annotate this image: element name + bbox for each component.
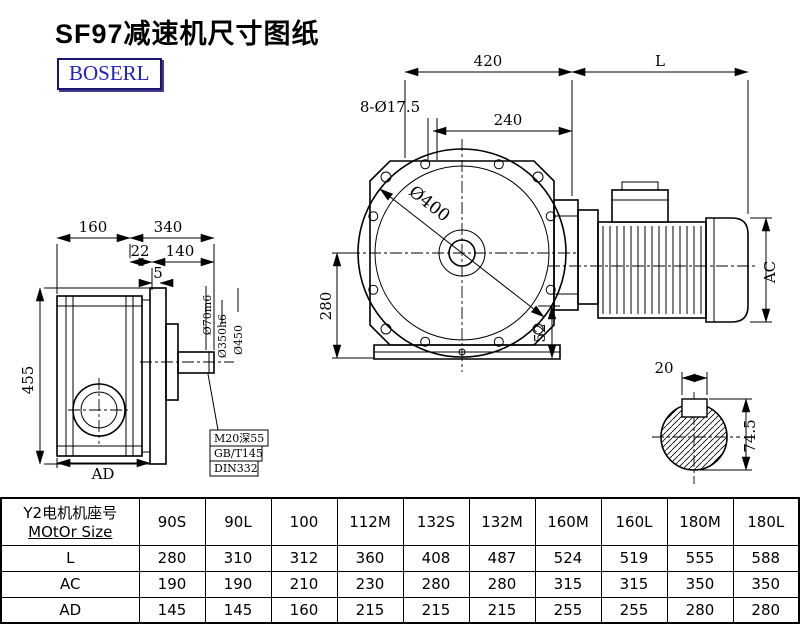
dim-455: 455	[19, 366, 37, 395]
col-header: 180M	[666, 497, 734, 546]
dim-340: 340	[154, 218, 183, 236]
dim-AC: AC	[761, 261, 779, 284]
table-cell: 145	[138, 596, 206, 624]
motor-frame-header: Y2电机机座号 MOtOr Size	[0, 497, 140, 546]
table-cell: 215	[402, 596, 470, 624]
col-header: 160L	[600, 497, 668, 546]
table-cell: 280	[402, 570, 470, 598]
table-cell: 350	[732, 570, 800, 598]
keyway	[681, 398, 708, 418]
row-label: AC	[0, 570, 140, 598]
dim-dia400: Ø400	[405, 182, 454, 226]
table-cell: 310	[204, 544, 272, 572]
table-cell: 350	[666, 570, 734, 598]
table-cell: 360	[336, 544, 404, 572]
table-cell: 487	[468, 544, 536, 572]
table-cell: 215	[336, 596, 404, 624]
table-cell: 280	[732, 596, 800, 624]
table-cell: 145	[204, 596, 272, 624]
table-row-AC: AC 190 190 210 230 280 280 315 315 350 3…	[0, 570, 800, 598]
page-title: SF97减速机尺寸图纸	[55, 19, 320, 49]
table-header-row: Y2电机机座号 MOtOr Size 90S 90L 100 112M 132S…	[0, 497, 800, 546]
brand-logo: BOSERL	[57, 58, 162, 90]
dim-420: 420	[474, 52, 503, 70]
table-cell: 255	[600, 596, 668, 624]
dim-74-5: 74.5	[741, 419, 759, 452]
table-cell: 408	[402, 544, 470, 572]
dim-280: 280	[317, 292, 335, 321]
table-cell: 588	[732, 544, 800, 572]
side-view-gearbox	[56, 287, 234, 465]
table-cell: 280	[666, 596, 734, 624]
dim-20: 20	[654, 359, 673, 377]
front-view-housing	[348, 139, 576, 372]
table-cell: 255	[534, 596, 602, 624]
dim-AD: AD	[91, 465, 115, 483]
dim-240: 240	[494, 111, 523, 129]
shaft-section-view: 20 74.5	[652, 359, 759, 484]
table-cell: 210	[270, 570, 338, 598]
dim-bolt-holes: 8-Ø17.5	[360, 98, 420, 116]
side-view-dimensions: 160 340 22 140 5 455 AD Ø70m6 Ø350h6 Ø45…	[19, 218, 269, 483]
motor	[548, 181, 758, 323]
note-standard-gb: GB/T145	[214, 447, 263, 460]
table-cell: 315	[600, 570, 668, 598]
table-cell: 312	[270, 544, 338, 572]
dim-dia450: Ø450	[232, 325, 245, 355]
table-cell: 215	[468, 596, 536, 624]
table-row-L: L 280 310 312 360 408 487 524 519 555 58…	[0, 544, 800, 572]
dim-160: 160	[79, 218, 108, 236]
dim-22: 22	[130, 242, 149, 260]
motor-frame-header-en: MOtOr Size	[28, 523, 113, 542]
col-header: 160M	[534, 497, 602, 546]
col-header: 112M	[336, 497, 404, 546]
col-header: 132S	[402, 497, 470, 546]
table-cell: 519	[600, 544, 668, 572]
col-header: 90S	[138, 497, 206, 546]
table-cell: 280	[138, 544, 206, 572]
col-header: 90L	[204, 497, 272, 546]
note-standard-din: DIN332	[214, 462, 258, 475]
col-header: 100	[270, 497, 338, 546]
dimension-drawing: 420 L 8-Ø17.5 240 Ø400 280 52 AC	[19, 52, 779, 484]
col-header: 180L	[732, 497, 800, 546]
row-label: AD	[0, 596, 140, 624]
table-cell: 160	[270, 596, 338, 624]
table-cell: 190	[138, 570, 206, 598]
row-label: L	[0, 544, 140, 572]
table-cell: 190	[204, 570, 272, 598]
motor-frame-header-cn: Y2电机机座号	[23, 504, 118, 523]
motor-size-table: Y2电机机座号 MOtOr Size 90S 90L 100 112M 132S…	[0, 497, 800, 624]
dim-dia70m6: Ø70m6	[201, 295, 214, 335]
dim-dia350h6: Ø350h6	[216, 314, 229, 358]
dim-L: L	[655, 52, 665, 70]
table-cell: 555	[666, 544, 734, 572]
dim-5: 5	[153, 264, 163, 282]
table-cell: 280	[468, 570, 536, 598]
table-cell: 524	[534, 544, 602, 572]
dim-52: 52	[531, 323, 549, 342]
dim-140: 140	[166, 242, 195, 260]
table-cell: 315	[534, 570, 602, 598]
note-thread: M20深55	[214, 432, 264, 445]
table-row-AD: AD 145 145 160 215 215 215 255 255 280 2…	[0, 596, 800, 624]
col-header: 132M	[468, 497, 536, 546]
table-cell: 230	[336, 570, 404, 598]
